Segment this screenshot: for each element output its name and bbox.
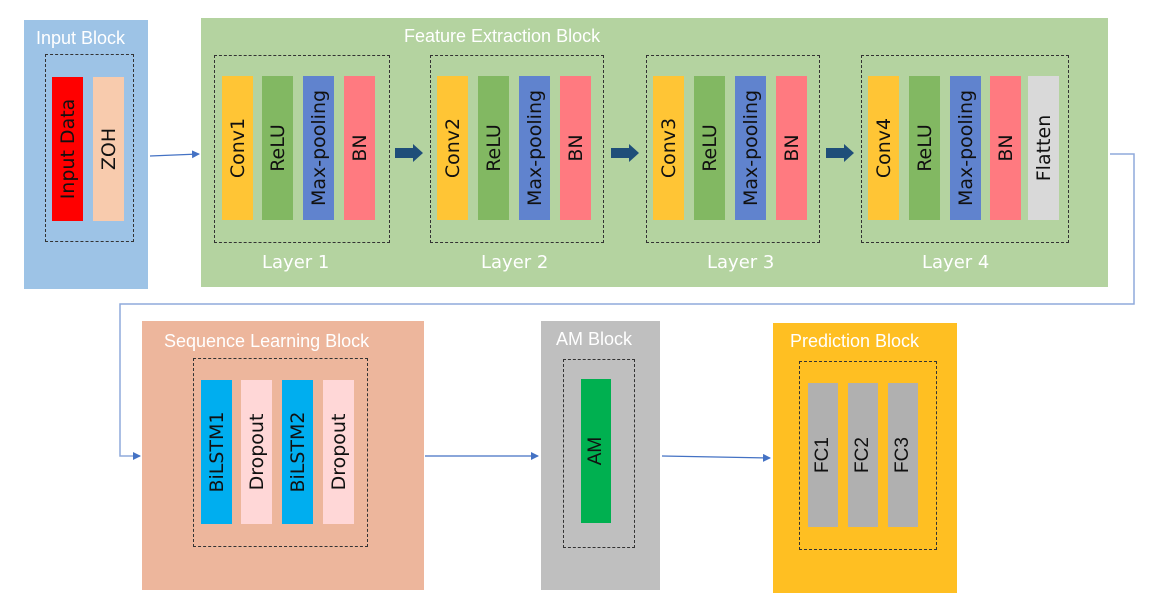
relu-label: ReLU — [482, 124, 505, 172]
input-data-label: Input Data — [56, 98, 79, 200]
input-block: Input Block Input Data ZOH — [24, 20, 148, 289]
bn-layer: BN — [344, 76, 375, 220]
bilstm2-layer: BiLSTM2 — [282, 380, 313, 524]
max-pooling-label: Max-pooling — [954, 89, 977, 207]
input-data-layer: Input Data — [52, 77, 83, 221]
relu-label: ReLU — [698, 124, 721, 172]
input-block-title: Input Block — [36, 28, 126, 48]
flatten-layer: Flatten — [1028, 76, 1059, 220]
connector-am-to-prediction — [661, 453, 771, 462]
conv3-layer: Conv3 — [653, 76, 684, 220]
dropout-layer: Dropout — [323, 380, 354, 524]
layer-arrow-icon — [826, 144, 854, 162]
max-pooling-layer: Max-pooling — [735, 76, 766, 220]
layer-4-group — [861, 55, 1069, 243]
am-block: AM Block AM — [541, 321, 660, 590]
layer-4-label: Layer 4 — [922, 252, 990, 273]
conv2-layer: Conv2 — [437, 76, 468, 220]
fc2-label: FC2 — [852, 437, 873, 473]
bn-label: BN — [780, 134, 803, 162]
max-pooling-label: Max-pooling — [739, 89, 762, 207]
relu-label: ReLU — [913, 124, 936, 172]
bn-label: BN — [994, 134, 1017, 162]
zoh-layer: ZOH — [93, 77, 124, 221]
am-block-group — [563, 359, 635, 548]
conv4-layer: Conv4 — [868, 76, 899, 220]
layer-1-label: Layer 1 — [262, 252, 330, 273]
sequence-learning-block: Sequence Learning Block BiLSTM1 Dropout Bi… — [142, 321, 424, 590]
input-block-group — [45, 54, 134, 242]
connector-input-to-feature — [149, 150, 200, 159]
bilstm2-label: BiLSTM2 — [286, 411, 309, 493]
relu-label: ReLU — [266, 124, 289, 172]
zoh-label: ZOH — [97, 127, 120, 171]
layer-1-group — [214, 55, 390, 243]
bilstm1-label: BiLSTM1 — [205, 411, 228, 493]
bn-label: BN — [348, 134, 371, 162]
layer-3-label: Layer 3 — [707, 252, 775, 273]
prediction-block-title: Prediction Block — [790, 331, 920, 351]
dropout-layer: Dropout — [241, 380, 272, 524]
fc3-layer: FC3 — [888, 383, 918, 527]
max-pooling-layer: Max-pooling — [303, 76, 334, 220]
connector-feature-to-sequence — [119, 153, 1135, 460]
bn-layer: BN — [560, 76, 591, 220]
max-pooling-label: Max-pooling — [523, 89, 546, 207]
sequence-block-group — [193, 358, 368, 547]
fc1-layer: FC1 — [808, 383, 838, 527]
am-label: AM — [585, 436, 606, 466]
conv4-label: Conv4 — [872, 117, 895, 179]
prediction-block: Prediction Block FC1 FC2 FC3 — [773, 323, 957, 593]
layer-3-group — [646, 55, 820, 243]
dropout-label: Dropout — [327, 413, 350, 491]
conv1-layer: Conv1 — [222, 76, 253, 220]
bn-layer: BN — [776, 76, 807, 220]
layer-arrow-icon — [611, 144, 639, 162]
layer-arrow-icon — [395, 144, 423, 162]
bn-label: BN — [564, 134, 587, 162]
layer-2-group — [430, 55, 604, 243]
am-block-title: AM Block — [556, 329, 633, 349]
relu-layer: ReLU — [478, 76, 509, 220]
max-pooling-label: Max-pooling — [307, 89, 330, 207]
dropout-label: Dropout — [245, 413, 268, 491]
fc3-label: FC3 — [892, 437, 913, 473]
conv3-label: Conv3 — [657, 117, 680, 179]
bilstm1-layer: BiLSTM1 — [201, 380, 232, 524]
relu-layer: ReLU — [262, 76, 293, 220]
max-pooling-layer: Max-pooling — [519, 76, 550, 220]
flatten-label: Flatten — [1032, 114, 1055, 182]
relu-layer: ReLU — [909, 76, 940, 220]
feature-block-title: Feature Extraction Block — [404, 26, 601, 46]
sequence-block-title: Sequence Learning Block — [164, 331, 370, 351]
layer-2-label: Layer 2 — [481, 252, 549, 273]
prediction-block-group — [799, 361, 937, 550]
conv2-label: Conv2 — [441, 117, 464, 179]
fc2-layer: FC2 — [848, 383, 878, 527]
am-layer: AM — [581, 379, 611, 523]
conv1-label: Conv1 — [226, 117, 249, 179]
max-pooling-layer: Max-pooling — [950, 76, 981, 220]
relu-layer: ReLU — [694, 76, 725, 220]
fc1-label: FC1 — [812, 437, 833, 473]
bn-layer: BN — [990, 76, 1021, 220]
